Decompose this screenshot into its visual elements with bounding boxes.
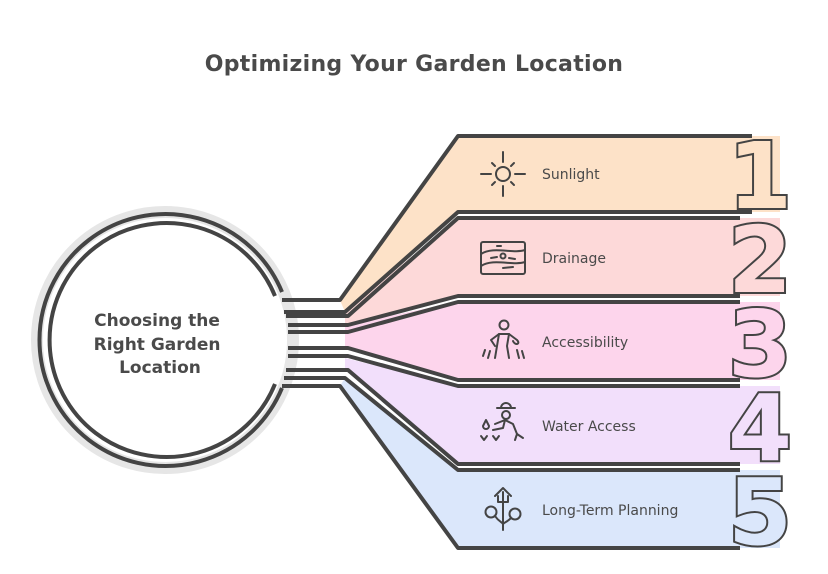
diagram-title: Optimizing Your Garden Location [204, 52, 624, 77]
step-number-4: 4 [728, 375, 792, 482]
hub-line-1: Choosing the [94, 311, 220, 331]
step-label-1: Sunlight [542, 167, 600, 183]
band-outlines [282, 134, 752, 550]
step-number-3: 3 [728, 291, 792, 398]
walking-person-icon [482, 319, 525, 359]
step-label-5: Long-Term Planning [542, 503, 678, 519]
band-outline-5 [282, 376, 740, 550]
step-number-5: 5 [728, 459, 792, 566]
hub-circle [37, 212, 284, 468]
band-outline-1 [282, 134, 752, 314]
band-outline-3 [288, 300, 740, 382]
step-number-1: 1 [728, 123, 792, 230]
step-label-2: Drainage [542, 251, 606, 267]
drainage-landscape-icon [480, 241, 526, 275]
band-fill-3 [345, 302, 780, 380]
growing-plant-house-icon [484, 487, 522, 531]
hub-line-3: Location [119, 358, 201, 378]
band-outline-4 [286, 354, 740, 466]
sun-icon [480, 151, 526, 197]
step-label-3: Accessibility [542, 335, 628, 351]
band-outline-2 [286, 216, 740, 327]
step-number-2: 2 [728, 207, 792, 314]
band-fill-4 [345, 358, 780, 464]
band-fill-2 [345, 218, 780, 325]
gardener-watering-icon [480, 402, 524, 441]
band-fill-5 [340, 378, 780, 548]
hub-label: Choosing the Right Garden Location [94, 311, 227, 378]
step-label-4: Water Access [542, 419, 636, 435]
band-fills [340, 136, 780, 548]
hub-line-2: Right Garden [94, 335, 221, 355]
band-fill-1 [340, 136, 780, 312]
